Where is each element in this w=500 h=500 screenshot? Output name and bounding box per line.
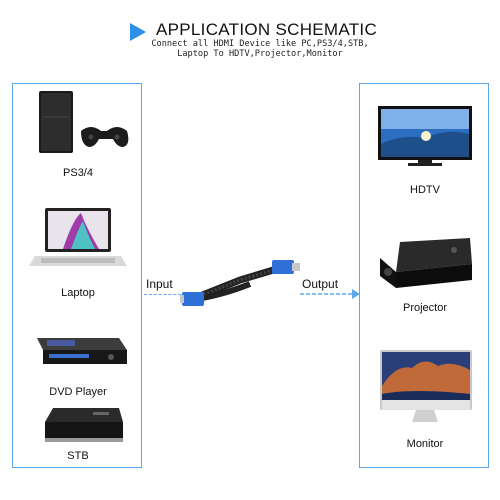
dvd-player-icon bbox=[37, 338, 127, 364]
laptop-icon bbox=[29, 208, 127, 266]
page-subtitle: Connect all HDMI Device like PC,PS3/4,ST… bbox=[150, 39, 370, 59]
input-arrow-line bbox=[144, 294, 186, 295]
game-console-icon bbox=[39, 91, 129, 153]
source-label-stb: STB bbox=[67, 450, 89, 462]
display-label-projector: Projector bbox=[402, 302, 448, 314]
source-label-dvd-player: DVD Player bbox=[49, 386, 107, 398]
source-label-ps3: PS3/4 bbox=[63, 167, 93, 179]
play-triangle-icon bbox=[130, 23, 146, 41]
display-device-projector: Projector bbox=[360, 234, 490, 314]
source-device-laptop: Laptop bbox=[13, 202, 143, 299]
set-top-box-icon bbox=[45, 408, 123, 442]
source-device-stb: STB bbox=[13, 402, 143, 462]
subtitle-line-1: Connect all HDMI Device like PC,PS3/4,ST… bbox=[151, 39, 369, 49]
hdtv-icon bbox=[378, 106, 472, 166]
monitor-icon bbox=[380, 350, 472, 422]
projector-icon bbox=[380, 238, 472, 288]
display-label-monitor: Monitor bbox=[406, 438, 444, 450]
source-devices-panel: PS3/4 Laptop DVD Player STB bbox=[12, 83, 142, 468]
header: APPLICATION SCHEMATIC Connect all HDMI D… bbox=[0, 14, 500, 62]
display-devices-panel: HDTV Projector Monitor bbox=[359, 83, 489, 468]
input-label: Input bbox=[146, 277, 173, 291]
source-label-laptop: Laptop bbox=[61, 287, 95, 299]
display-label-hdtv: HDTV bbox=[410, 184, 440, 196]
output-label: Output bbox=[302, 277, 339, 291]
display-device-monitor: Monitor bbox=[360, 346, 490, 450]
source-device-ps3: PS3/4 bbox=[13, 87, 143, 179]
hdmi-cable-icon bbox=[180, 260, 300, 306]
source-device-dvd-player: DVD Player bbox=[13, 316, 143, 398]
subtitle-line-2: Laptop To HDTV,Projector,Monitor bbox=[177, 49, 343, 59]
output-arrow-icon bbox=[300, 289, 360, 299]
page-title: APPLICATION SCHEMATIC bbox=[156, 20, 378, 39]
display-device-hdtv: HDTV bbox=[360, 102, 490, 196]
